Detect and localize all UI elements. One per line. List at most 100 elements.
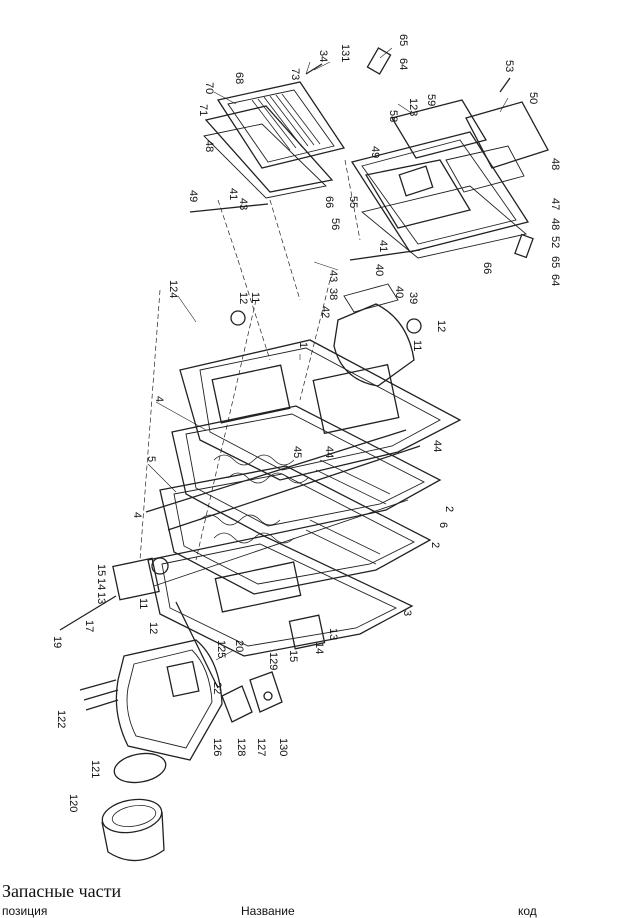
callout: 41 (227, 188, 239, 200)
callout: 48 (549, 218, 561, 230)
callout: 15 (287, 650, 299, 662)
front-door-panel (350, 131, 530, 253)
cover-plate-59 (390, 99, 488, 159)
hinge-bar-43 (189, 203, 269, 213)
column-code: код (518, 904, 537, 918)
callout: 44 (323, 446, 335, 458)
collar-body (101, 811, 165, 862)
callout: 64 (397, 58, 409, 70)
rear-opening (214, 561, 302, 613)
disc-121 (113, 752, 167, 784)
column-name: Название (241, 904, 295, 918)
rod-19 (59, 595, 117, 631)
callout: 5 (145, 456, 157, 462)
callout: 128 (235, 738, 247, 756)
knob-12 (406, 318, 422, 334)
callout: 129 (267, 652, 279, 670)
callout: 65 (397, 34, 409, 46)
callout: 6 (437, 522, 449, 528)
upper-opening (211, 364, 291, 424)
callout: 22 (211, 682, 223, 694)
callout: 42 (319, 306, 331, 318)
assembly-lines (139, 159, 361, 561)
rear-plate (216, 81, 346, 169)
callout: 15 (95, 564, 107, 576)
callout: 127 (255, 738, 267, 756)
callout: 45 (291, 446, 303, 458)
callout: 14 (313, 642, 325, 654)
callout: 17 (83, 620, 95, 632)
callout: 11 (249, 292, 261, 303)
callout: 13 (95, 592, 107, 604)
callout: 121 (89, 760, 101, 778)
collar-120 (101, 798, 163, 834)
callout: 12 (147, 622, 159, 634)
callout: 3 (401, 610, 413, 616)
callout: 56 (329, 218, 341, 230)
tie-rod-6 (167, 445, 421, 531)
callout: 49 (369, 146, 381, 158)
lower-opening (312, 363, 400, 435)
callout: 55 (347, 196, 359, 208)
exploded-parts-diagram: 65 131 34 73 64 68 53 70 123 58 59 50 71… (51, 34, 561, 862)
flange-15 (288, 614, 326, 650)
callout: 48 (549, 158, 561, 170)
callout: 34 (317, 50, 329, 62)
callout: 1 (297, 342, 309, 348)
callout: 11 (411, 340, 423, 351)
burner-window (166, 660, 200, 698)
callout: 73 (289, 68, 301, 80)
callout: 123 (407, 98, 419, 116)
callout: 40 (393, 286, 405, 298)
callout: 70 (203, 82, 215, 94)
rear-plate-slots (251, 93, 321, 151)
callout: 4 (153, 396, 165, 402)
callout: 12 (237, 292, 249, 304)
callout: 52 (549, 236, 561, 248)
callout: 40 (373, 264, 385, 276)
callout: 39 (407, 292, 419, 304)
callout: 49 (187, 190, 199, 202)
middle-section-2a (171, 405, 442, 537)
callout: 19 (51, 636, 63, 648)
callout: 120 (67, 794, 79, 812)
knob-12b (230, 310, 246, 326)
callout: 4 (131, 512, 143, 518)
callout: 71 (197, 104, 209, 116)
callout: 43 (237, 198, 249, 210)
callout: 43 (327, 270, 339, 282)
callout: 68 (233, 72, 245, 84)
callout: 126 (211, 738, 223, 756)
callout: 12 (435, 320, 447, 332)
callout: 131 (339, 44, 351, 62)
rod-20 (175, 601, 219, 689)
callout: 20 (233, 640, 245, 652)
cover-plate-50 (465, 101, 549, 169)
plate-128 (221, 685, 253, 723)
callout: 44 (431, 440, 443, 452)
door-42 (333, 303, 415, 387)
front-section-1 (179, 339, 462, 481)
burner-housing-125 (115, 639, 223, 761)
callout: 53 (503, 60, 515, 72)
door-window (398, 165, 434, 197)
callout: 47 (549, 198, 561, 210)
handle-65b (514, 233, 534, 259)
plate-127 (249, 671, 283, 713)
hinge-bar-41 (349, 249, 421, 261)
callout: 122 (55, 710, 67, 728)
callout: 2 (443, 506, 455, 512)
callout: 48 (203, 140, 215, 152)
callout: 130 (277, 738, 289, 756)
callout: 124 (167, 280, 179, 298)
callout: 66 (481, 262, 493, 274)
callout: 66 (323, 196, 335, 208)
handle-65 (366, 47, 392, 75)
bolt-131 (305, 63, 323, 75)
bolt-122 (79, 679, 117, 691)
callout: 38 (327, 288, 339, 300)
bolt-53 (499, 77, 511, 93)
rear-section-3 (147, 535, 414, 657)
rear-gasket (204, 105, 334, 193)
callout: 2 (429, 542, 441, 548)
